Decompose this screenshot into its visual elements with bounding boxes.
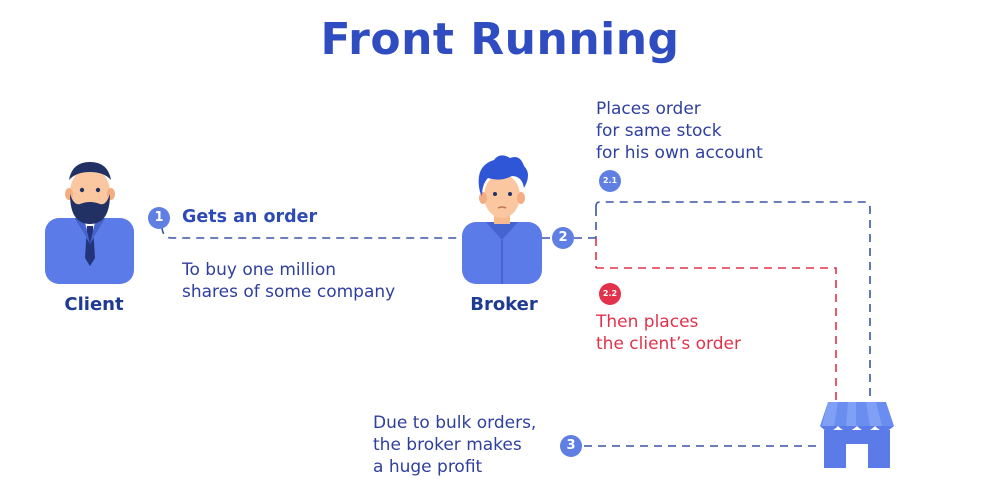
client-label: Client bbox=[64, 294, 124, 315]
step-3-text: Due to bulk orders, the broker makes a h… bbox=[373, 413, 537, 477]
diagram-title: Front Running bbox=[320, 14, 680, 65]
step-3-badge: 3 bbox=[560, 435, 582, 457]
step-1-detail: To buy one million shares of some compan… bbox=[182, 260, 396, 302]
stock-exchange-store-icon bbox=[820, 402, 894, 468]
client-order-path bbox=[596, 267, 837, 400]
step-2-1-badge: 2.1 bbox=[599, 170, 621, 192]
step-2-2-text: Then places the client’s order bbox=[596, 312, 741, 354]
broker-label: Broker bbox=[470, 294, 538, 315]
step-2-1-text: Places order for same stock for his own … bbox=[596, 99, 763, 163]
step-2-2-badge: 2.2 bbox=[599, 283, 621, 305]
own-account-order-path bbox=[595, 201, 871, 400]
step-1-badge: 1 bbox=[148, 207, 170, 229]
step-2-badge: 2 bbox=[552, 227, 574, 249]
step-1-heading: Gets an order bbox=[182, 207, 318, 227]
broker-avatar-icon bbox=[462, 155, 542, 284]
client-avatar-icon bbox=[45, 162, 134, 284]
